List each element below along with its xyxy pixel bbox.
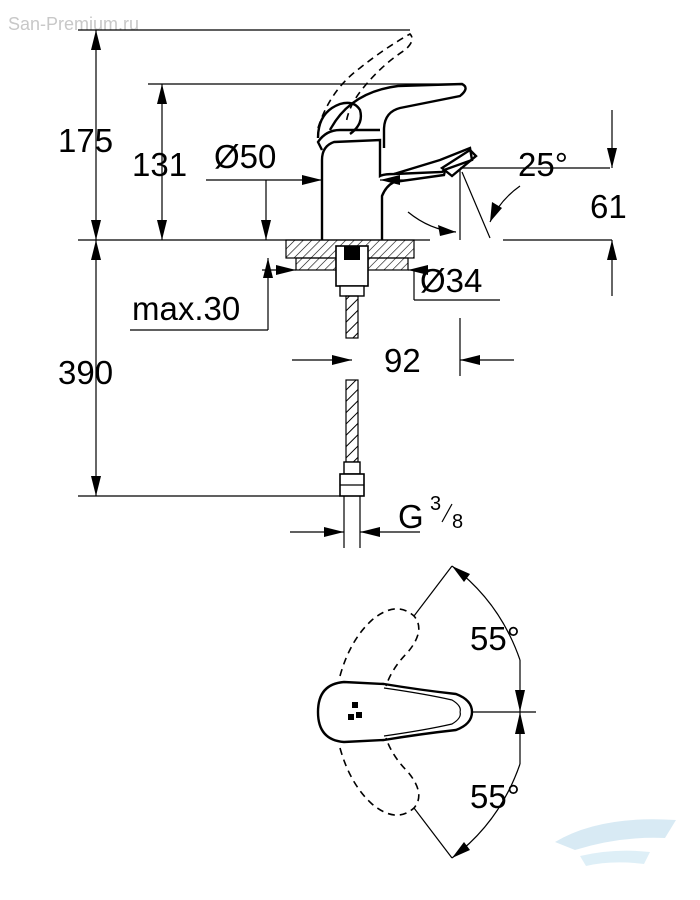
label-connection-num: 3 [430, 493, 441, 515]
dim-390: 390 [58, 240, 340, 497]
label-connection-den: 8 [452, 511, 463, 533]
label-angle-25: 25° [518, 146, 568, 183]
label-175: 175 [58, 122, 113, 159]
lever-raised-dashed [317, 33, 413, 129]
label-390: 390 [58, 354, 113, 391]
label-max-30: max.30 [132, 290, 240, 327]
dim-connection-g38: G 3 8 [290, 493, 463, 537]
dim-max-30: max.30 [130, 258, 273, 331]
label-diameter-50: Ø50 [214, 138, 276, 175]
dim-61: 61 [590, 110, 627, 296]
label-61: 61 [590, 188, 627, 225]
dim-angle-25: 25° [407, 146, 610, 240]
label-rotation-lower: 55° [470, 778, 520, 815]
dim-175: 175 [58, 29, 410, 240]
dim-131: 131 [132, 83, 462, 240]
label-connection-g: G [398, 498, 424, 535]
label-92: 92 [384, 342, 421, 379]
braided-hose [339, 295, 365, 548]
faucet-body [316, 128, 478, 240]
label-diameter-34: Ø34 [420, 262, 482, 299]
plan-view: 55° 55° [316, 565, 536, 859]
dim-diameter-34: Ø34 [262, 262, 500, 301]
watermark-logo [555, 819, 676, 866]
watermark-text: San-Premium.ru [8, 14, 139, 34]
label-rotation-upper: 55° [470, 620, 520, 657]
dim-92: 92 [292, 318, 514, 379]
dim-diameter-50: Ø50 [206, 138, 410, 240]
lever-handle [316, 82, 467, 148]
label-131: 131 [132, 146, 187, 183]
mounting-block [285, 239, 415, 297]
